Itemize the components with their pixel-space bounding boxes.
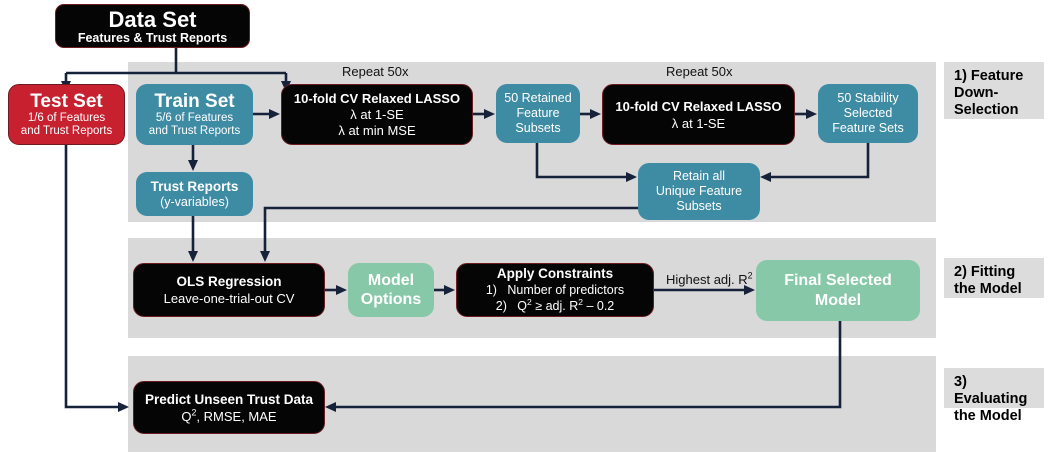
node-ols-title: OLS Regression	[176, 274, 282, 289]
caption-repeat-1: Repeat 50x	[342, 64, 409, 79]
node-trust-reports-sub: (y-variables)	[160, 194, 229, 209]
predict-metrics-tail: , RMSE, MAE	[196, 408, 277, 424]
node-retain-unique-line2: Unique Feature	[655, 184, 743, 198]
predict-q-exponent: 2	[191, 407, 197, 418]
node-retained-subsets-line1: 50 Retained	[504, 91, 572, 105]
node-retain-unique[interactable]: Retain all Unique Feature Subsets	[638, 163, 760, 220]
node-stability-sets-line3: Feature Sets	[832, 121, 904, 135]
predict-q: Q	[181, 408, 192, 424]
node-final-model[interactable]: Final Selected Model	[756, 260, 920, 321]
node-train-set-sub2: and Trust Reports	[148, 125, 241, 137]
node-stability-sets-line2: Selected	[843, 106, 893, 120]
node-lasso-1-sub2: λ at min MSE	[338, 122, 416, 138]
node-lasso-1-sub: λ at 1-SE	[350, 106, 404, 122]
constraint-2-tail: – 0.2	[582, 299, 615, 313]
constraint-1-text: Number of predictors	[507, 283, 625, 297]
caption-highest-adj-r2: Highest adj. R2	[666, 270, 753, 287]
node-train-set-title: Train Set	[154, 91, 235, 112]
node-lasso-1[interactable]: 10-fold CV Relaxed LASSO λ at 1-SE λ at …	[281, 84, 473, 145]
node-ols-regression[interactable]: OLS Regression Leave-one-trial-out CV	[133, 263, 325, 317]
node-retained-subsets-line3: Subsets	[515, 121, 561, 135]
caption-highest-adj-text: Highest adj. R	[666, 272, 748, 287]
node-test-set-title: Test Set	[30, 91, 103, 112]
node-test-set[interactable]: Test Set 1/6 of Features and Trust Repor…	[8, 84, 125, 145]
node-lasso-2-sub: λ at 1-SE	[671, 115, 726, 131]
node-data-set[interactable]: Data Set Features & Trust Reports	[55, 4, 250, 48]
constraint-2-q-exponent: 2	[527, 296, 532, 307]
stage-label-2: 2) Fitting the Model	[944, 258, 1044, 298]
node-apply-constraints-item-1: 1) Number of predictors	[486, 282, 624, 298]
node-retain-unique-line1: Retain all	[672, 169, 726, 183]
caption-highest-adj-exponent: 2	[747, 270, 753, 281]
node-data-set-title: Data Set	[108, 6, 197, 32]
node-data-set-sub: Features & Trust Reports	[77, 30, 228, 45]
node-test-set-sub2: and Trust Reports	[20, 125, 113, 137]
node-test-set-sub: 1/6 of Features	[27, 112, 106, 124]
stage-label-3: 3) Evaluating the Model	[944, 368, 1044, 424]
constraint-2-mid: ≥ adj. R	[531, 299, 579, 313]
node-lasso-2-title: 10-fold CV Relaxed LASSO	[615, 98, 782, 114]
constraint-2-r-exponent: 2	[578, 296, 583, 307]
node-lasso-2[interactable]: 10-fold CV Relaxed LASSO λ at 1-SE	[602, 84, 795, 145]
node-train-set-sub: 5/6 of Features	[155, 112, 234, 124]
node-final-model-line1: Final Selected	[784, 271, 892, 289]
node-model-options-line1: Model	[367, 272, 415, 289]
constraint-2-q: Q	[517, 299, 528, 313]
node-apply-constraints-title: Apply Constraints	[496, 266, 614, 281]
node-retain-unique-line3: Subsets	[676, 199, 722, 213]
node-apply-constraints-item-2: 2) Q2 ≥ adj. R2 – 0.2	[496, 298, 615, 314]
node-predict-unseen[interactable]: Predict Unseen Trust Data Q2, RMSE, MAE	[133, 381, 325, 434]
node-trust-reports[interactable]: Trust Reports (y-variables)	[136, 172, 253, 216]
node-train-set[interactable]: Train Set 5/6 of Features and Trust Repo…	[136, 84, 253, 145]
constraint-1-number: 1)	[485, 283, 497, 297]
node-final-model-line2: Model	[814, 291, 862, 309]
node-lasso-1-title: 10-fold CV Relaxed LASSO	[293, 90, 461, 106]
node-retained-subsets-line2: Feature	[516, 106, 560, 120]
stage-label-1: 1) Feature Down-Selection	[944, 62, 1044, 119]
node-retained-subsets[interactable]: 50 Retained Feature Subsets	[496, 84, 580, 143]
caption-repeat-2: Repeat 50x	[666, 64, 733, 79]
node-model-options[interactable]: Model Options	[348, 263, 434, 317]
node-stability-sets-line1: 50 Stability	[837, 91, 899, 105]
node-trust-reports-title: Trust Reports	[150, 178, 239, 194]
node-predict-title: Predict Unseen Trust Data	[144, 391, 314, 407]
node-model-options-line2: Options	[360, 291, 422, 308]
constraint-2-number: 2)	[495, 299, 507, 313]
node-stability-sets[interactable]: 50 Stability Selected Feature Sets	[818, 84, 918, 143]
node-predict-metrics: Q2, RMSE, MAE	[181, 408, 276, 425]
node-ols-sub: Leave-one-trial-out CV	[163, 291, 295, 306]
node-apply-constraints[interactable]: Apply Constraints 1) Number of predictor…	[456, 263, 654, 317]
